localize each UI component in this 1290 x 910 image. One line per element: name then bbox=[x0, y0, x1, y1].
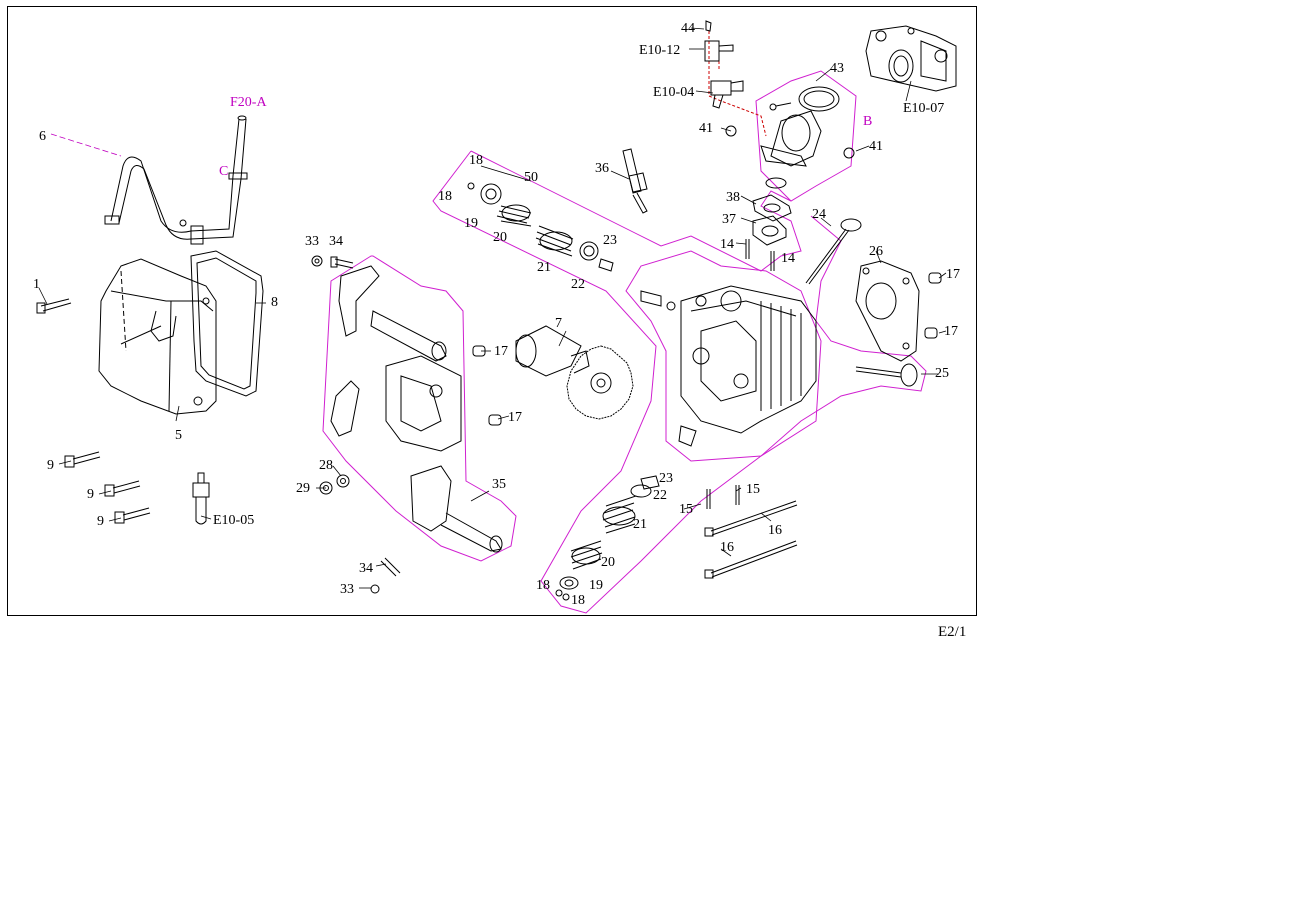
label-17a: 17 bbox=[494, 344, 508, 359]
valve-group-outline-left bbox=[432, 150, 927, 614]
valve-group-outline-upper bbox=[470, 70, 857, 272]
label-8: 8 bbox=[271, 295, 278, 310]
label-19a: 19 bbox=[464, 216, 478, 231]
exploded-parts-diagram: F20-A C B 6 1 5 8 9 9 9 E10-05 33 34 28 … bbox=[33, 20, 960, 614]
breather-tube bbox=[104, 115, 248, 245]
cover-gasket bbox=[190, 250, 264, 397]
temperature-sensor bbox=[192, 472, 210, 525]
label-e1012: E10-12 bbox=[639, 43, 680, 58]
label-35: 35 bbox=[492, 477, 506, 492]
head-group-outline bbox=[625, 250, 822, 462]
label-33b: 33 bbox=[340, 582, 354, 597]
label-38: 38 bbox=[726, 190, 740, 205]
label-24: 24 bbox=[812, 207, 826, 222]
label-20a: 20 bbox=[493, 230, 507, 245]
label-15a: 15 bbox=[679, 502, 693, 517]
throttle-body bbox=[865, 25, 957, 92]
label-34a: 34 bbox=[329, 234, 343, 249]
label-16a: 16 bbox=[768, 523, 782, 538]
label-43: 43 bbox=[830, 61, 844, 76]
intake-manifold bbox=[760, 86, 840, 189]
intake-gaskets bbox=[752, 194, 792, 246]
label-25: 25 bbox=[935, 366, 949, 381]
label-e1007: E10-07 bbox=[903, 101, 944, 116]
bolts bbox=[36, 298, 151, 524]
small-hardware bbox=[311, 255, 401, 594]
exhaust-valve bbox=[805, 218, 862, 285]
label-6: 6 bbox=[39, 129, 46, 144]
label-28: 28 bbox=[319, 458, 333, 473]
rocker-assembly bbox=[330, 265, 503, 553]
label-9c: 9 bbox=[97, 514, 104, 529]
part-labels: F20-A C B 6 1 5 8 9 9 9 E10-05 33 34 28 … bbox=[33, 21, 960, 608]
label-17d: 17 bbox=[944, 324, 958, 339]
label-14a: 14 bbox=[720, 237, 734, 252]
label-36: 36 bbox=[595, 161, 609, 176]
label-1: 1 bbox=[33, 277, 40, 292]
label-14b: 14 bbox=[781, 251, 795, 266]
label-15b: 15 bbox=[746, 482, 760, 497]
label-50: 50 bbox=[524, 170, 538, 185]
label-16b: 16 bbox=[720, 540, 734, 555]
label-34b: 34 bbox=[359, 561, 373, 576]
label-41a: 41 bbox=[699, 121, 713, 136]
group-outlines bbox=[322, 70, 927, 614]
label-e1004: E10-04 bbox=[653, 85, 694, 100]
label-19b: 19 bbox=[589, 578, 603, 593]
dowel-pins bbox=[472, 272, 942, 426]
intake-valve bbox=[855, 363, 918, 387]
fuel-injector bbox=[704, 20, 855, 159]
label-21a: 21 bbox=[537, 260, 551, 275]
label-22b: 22 bbox=[653, 488, 667, 503]
label-18c: 18 bbox=[536, 578, 550, 593]
label-e1005: E10-05 bbox=[213, 513, 254, 528]
label-29: 29 bbox=[296, 481, 310, 496]
label-23b: 23 bbox=[659, 471, 673, 486]
rocker-group-outline bbox=[322, 255, 517, 562]
label-5: 5 bbox=[175, 428, 182, 443]
label-18d: 18 bbox=[571, 593, 585, 608]
label-7: 7 bbox=[555, 316, 562, 331]
valve-springs-upper bbox=[467, 182, 614, 272]
studs-long bbox=[704, 485, 798, 579]
label-21b: 21 bbox=[633, 517, 647, 532]
label-23a: 23 bbox=[603, 233, 617, 248]
cylinder-head bbox=[640, 285, 817, 447]
label-17b: 17 bbox=[508, 410, 522, 425]
label-9a: 9 bbox=[47, 458, 54, 473]
leader-lines bbox=[38, 27, 947, 589]
label-33a: 33 bbox=[305, 234, 319, 249]
label-ref-c: C bbox=[219, 164, 228, 179]
cover-gasket-inner bbox=[196, 257, 257, 390]
spark-plug bbox=[622, 148, 648, 214]
label-44: 44 bbox=[681, 21, 695, 36]
diagram-frame: F20-A C B 6 1 5 8 9 9 9 E10-05 33 34 28 … bbox=[7, 6, 977, 616]
page-reference: E2/1 bbox=[938, 624, 967, 640]
parts bbox=[36, 20, 957, 601]
label-ref-b: B bbox=[863, 114, 872, 129]
label-20b: 20 bbox=[601, 555, 615, 570]
label-f20a: F20-A bbox=[230, 95, 267, 110]
camshaft bbox=[515, 325, 634, 420]
valve-springs-lower bbox=[555, 475, 660, 601]
label-41b: 41 bbox=[869, 139, 883, 154]
label-37: 37 bbox=[722, 212, 736, 227]
label-18a: 18 bbox=[469, 153, 483, 168]
label-17c: 17 bbox=[946, 267, 960, 282]
label-22a: 22 bbox=[571, 277, 585, 292]
cylinder-head-cover bbox=[98, 258, 217, 415]
label-18b: 18 bbox=[438, 189, 452, 204]
studs-short bbox=[745, 239, 775, 271]
label-9b: 9 bbox=[87, 487, 94, 502]
head-gasket bbox=[855, 260, 920, 362]
label-26: 26 bbox=[869, 244, 883, 259]
